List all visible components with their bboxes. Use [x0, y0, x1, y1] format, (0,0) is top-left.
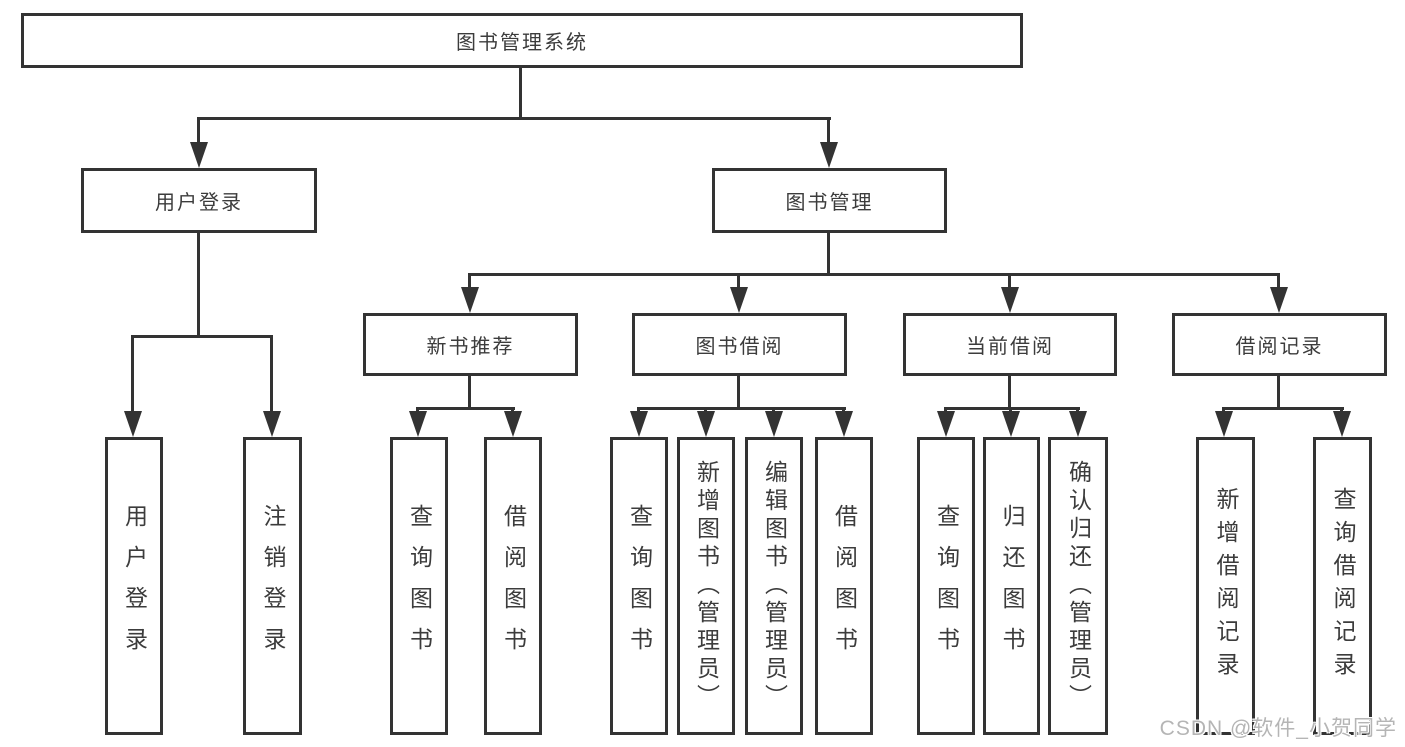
arrow-down-icon	[730, 287, 748, 313]
arrow-down-icon	[1002, 411, 1020, 437]
arrow-down-icon	[263, 411, 281, 437]
node-label: 借阅记录	[1235, 336, 1324, 358]
connector-line	[416, 407, 419, 413]
connector-line	[737, 273, 740, 289]
leaf-logout: 注销登录	[243, 437, 302, 735]
leaf-user-login: 用户登录	[105, 437, 163, 735]
arrow-down-icon	[461, 287, 479, 313]
connector-line	[637, 407, 846, 410]
leaf-confirm-return-admin: 确认归还（管理员）	[1048, 437, 1108, 735]
arrow-down-icon	[1069, 411, 1087, 437]
csdn-watermark: CSDN @软件_小贺同学	[1159, 717, 1397, 740]
leaf-label: 注销登录	[260, 504, 286, 668]
leaf-query-books-3: 查询图书	[917, 437, 975, 735]
leaf-query-borrow-record: 查询借阅记录	[1313, 437, 1372, 735]
node-label: 图书管理系统	[456, 32, 588, 54]
connector-line	[270, 336, 273, 411]
connector-line	[637, 407, 640, 413]
node-new-book-recommend: 新书推荐	[363, 313, 578, 376]
connector-line	[1222, 407, 1225, 413]
connector-line	[468, 273, 1280, 276]
leaf-label: 归还图书	[999, 504, 1025, 668]
leaf-query-books-2: 查询图书	[610, 437, 668, 735]
leaf-add-borrow-record: 新增借阅记录	[1196, 437, 1255, 735]
arrow-down-icon	[835, 411, 853, 437]
connector-line	[468, 376, 471, 410]
connector-line	[1008, 375, 1011, 410]
connector-line	[519, 68, 522, 120]
node-label: 用户登录	[155, 192, 243, 214]
leaf-borrow-books-2: 借阅图书	[815, 437, 873, 735]
node-label: 当前借阅	[966, 336, 1054, 358]
connector-line	[944, 407, 947, 413]
connector-line	[842, 407, 845, 413]
arrow-down-icon	[504, 411, 522, 437]
leaf-label: 查询图书	[933, 504, 960, 668]
arrow-down-icon	[124, 411, 142, 437]
node-current-borrowing: 当前借阅	[903, 313, 1117, 376]
node-label: 图书借阅	[695, 336, 784, 358]
connector-line	[511, 407, 514, 413]
leaf-label: 新增图书（管理员）	[693, 460, 720, 712]
leaf-add-books-admin: 新增图书（管理员）	[677, 437, 735, 735]
leaf-query-books-1: 查询图书	[390, 437, 448, 735]
connector-line	[197, 233, 200, 338]
node-label: 图书管理	[785, 192, 874, 214]
node-user-login-branch: 用户登录	[81, 168, 317, 233]
leaf-edit-books-admin: 编辑图书（管理员）	[745, 437, 803, 735]
arrow-down-icon	[630, 411, 648, 437]
node-label: 新书推荐	[426, 336, 515, 358]
arrow-down-icon	[1001, 287, 1019, 313]
leaf-label: 编辑图书（管理员）	[761, 460, 788, 712]
arrow-down-icon	[1215, 411, 1233, 437]
arrow-down-icon	[820, 142, 838, 168]
arrow-down-icon	[765, 411, 783, 437]
connector-line	[1277, 375, 1280, 410]
leaf-label: 查询借阅记录	[1330, 487, 1356, 685]
node-library-management-system: 图书管理系统	[21, 13, 1023, 68]
connector-line	[1009, 407, 1012, 413]
arrow-down-icon	[1333, 411, 1351, 437]
connector-line	[772, 407, 775, 413]
connector-line	[704, 407, 707, 413]
connector-line	[827, 233, 830, 276]
connector-line	[1076, 407, 1079, 413]
connector-line	[1008, 273, 1011, 289]
connector-line	[468, 273, 471, 289]
node-borrowing-records: 借阅记录	[1172, 313, 1387, 376]
leaf-label: 借阅图书	[831, 504, 858, 668]
connector-line	[1222, 407, 1344, 410]
leaf-label: 查询图书	[626, 504, 653, 668]
connector-line	[131, 335, 273, 338]
connector-line	[416, 407, 515, 410]
connector-line	[197, 117, 831, 120]
leaf-label: 借阅图书	[500, 504, 527, 668]
leaf-borrow-books-1: 借阅图书	[484, 437, 542, 735]
arrow-down-icon	[409, 411, 427, 437]
connector-line	[197, 118, 200, 146]
connector-line	[1340, 407, 1343, 413]
node-book-borrowing: 图书借阅	[632, 313, 847, 376]
leaf-label: 确认归还（管理员）	[1065, 460, 1092, 712]
connector-line	[737, 376, 740, 410]
arrow-down-icon	[697, 411, 715, 437]
leaf-return-books: 归还图书	[983, 437, 1040, 735]
arrow-down-icon	[190, 142, 208, 168]
node-book-management-branch: 图书管理	[712, 168, 947, 233]
arrow-down-icon	[1270, 287, 1288, 313]
leaf-label: 新增借阅记录	[1213, 487, 1239, 685]
leaf-label: 查询图书	[406, 504, 433, 668]
connector-line	[1277, 273, 1280, 289]
connector-line	[131, 336, 134, 411]
connector-line	[827, 118, 830, 146]
connector-line	[944, 407, 1080, 410]
arrow-down-icon	[937, 411, 955, 437]
leaf-label: 用户登录	[121, 504, 148, 668]
